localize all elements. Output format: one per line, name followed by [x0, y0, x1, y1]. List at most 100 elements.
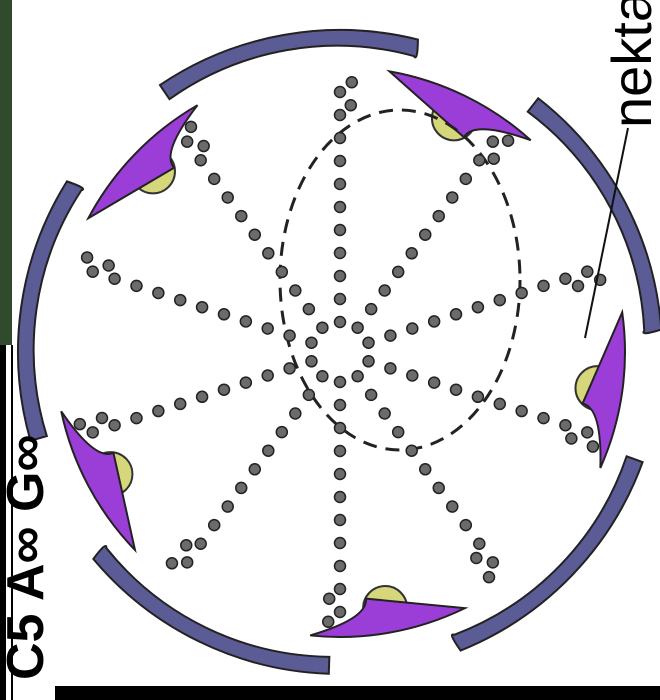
stamen-dot	[352, 322, 363, 333]
stamen-dot	[195, 538, 206, 549]
stamen-dot	[346, 77, 357, 88]
stamen-dot	[335, 377, 346, 388]
stamen-dot	[447, 192, 458, 203]
floral-formula: C5 A∞ G∞	[0, 434, 52, 680]
stamen-dot	[420, 229, 431, 240]
stamen-dot	[379, 285, 390, 296]
stamen-dot	[335, 469, 346, 480]
frame-bar-bottom	[55, 686, 660, 700]
stamen-dot	[303, 389, 314, 400]
stamen-dot	[538, 280, 549, 291]
stamen-dot	[379, 408, 390, 419]
stamen-dot	[276, 427, 287, 438]
petal-3	[310, 599, 465, 637]
stamen-dot	[352, 371, 363, 382]
stamen-dot	[447, 501, 458, 512]
stamen-dot	[429, 316, 440, 327]
stamen-dot	[96, 413, 107, 424]
stamen-dot	[290, 408, 301, 419]
stamen-dot	[263, 248, 274, 259]
stamen-dot	[472, 302, 483, 313]
stamen-dot	[538, 413, 549, 424]
stamen-dot	[393, 427, 404, 438]
stamen-dot	[249, 229, 260, 240]
stamen-dot	[474, 155, 485, 166]
stamen-dot	[460, 520, 471, 531]
stamen-dot	[451, 309, 462, 320]
stamen-dot	[335, 515, 346, 526]
stamen-dot	[460, 173, 471, 184]
sepals	[18, 30, 660, 674]
sepal-4	[93, 546, 329, 674]
stamen-dot	[335, 561, 346, 572]
stamen-dot	[131, 280, 142, 291]
stamen-dot	[566, 433, 577, 444]
stamen-dot	[487, 136, 498, 147]
stamen-dot	[182, 136, 193, 147]
stamen-dot	[185, 121, 196, 132]
stamen-dot	[209, 173, 220, 184]
stamen-dot	[587, 441, 598, 452]
stamen-dot	[109, 273, 120, 284]
stamen-dot	[366, 389, 377, 400]
stamen-dot	[363, 337, 374, 348]
stamen-dot	[516, 287, 527, 298]
stamen-dot	[487, 557, 498, 568]
stamen-dot	[198, 141, 209, 152]
stamen-dot	[335, 156, 346, 167]
stamen-dot	[503, 135, 514, 146]
stamen-dot	[236, 482, 247, 493]
stamen-dot	[433, 211, 444, 222]
stamen-dot	[335, 446, 346, 457]
stamen-dot	[406, 445, 417, 456]
stamen-dot	[317, 371, 328, 382]
stamen-dot	[451, 384, 462, 395]
stamen-dot	[276, 266, 287, 277]
petal-5	[88, 105, 197, 218]
stamen-dot	[335, 492, 346, 503]
stamen-dot	[335, 248, 346, 259]
stamen-dot	[249, 464, 260, 475]
stamen-dot	[109, 420, 120, 431]
stamen-dot	[366, 304, 377, 315]
stamen-dot	[175, 295, 186, 306]
stamen-dot	[103, 260, 114, 271]
stamen-dot	[317, 322, 328, 333]
stamen-dot	[262, 323, 273, 334]
stamen-dot	[335, 607, 346, 618]
stamen-dot	[471, 552, 482, 563]
stamen-dot	[494, 295, 505, 306]
petal-1	[389, 71, 530, 140]
stamen-dot	[306, 356, 317, 367]
stamen-dot	[175, 398, 186, 409]
stamen-dot	[582, 266, 593, 277]
stamen-dot	[335, 133, 346, 144]
stamen-dot	[560, 420, 571, 431]
stamen-dot	[262, 370, 273, 381]
stamen-dot	[240, 316, 251, 327]
stamen-dot	[582, 427, 593, 438]
stamen-dot	[406, 248, 417, 259]
stamen-dot	[335, 202, 346, 213]
stamen-dot	[131, 413, 142, 424]
stamen-dot	[222, 501, 233, 512]
stamen-dot	[182, 557, 193, 568]
stamen-dot	[363, 356, 374, 367]
stamen-dot	[393, 266, 404, 277]
stamen-dot	[153, 287, 164, 298]
sepal-5	[18, 181, 83, 440]
stamen-dot	[323, 616, 334, 627]
nectary-label: nekta	[604, 0, 660, 128]
dark-panel	[0, 0, 12, 345]
stamen-dot	[560, 273, 571, 284]
stamen-dot	[420, 464, 431, 475]
stamen-dot	[385, 363, 396, 374]
stamen-dot	[236, 211, 247, 222]
stamen-dot	[197, 391, 208, 402]
stamen-dot	[335, 271, 346, 282]
stamen-dot	[335, 423, 346, 434]
stamen-dot	[474, 538, 485, 549]
sepal-1	[160, 30, 418, 99]
stamen-dot	[335, 294, 346, 305]
stamen-dot	[429, 377, 440, 388]
